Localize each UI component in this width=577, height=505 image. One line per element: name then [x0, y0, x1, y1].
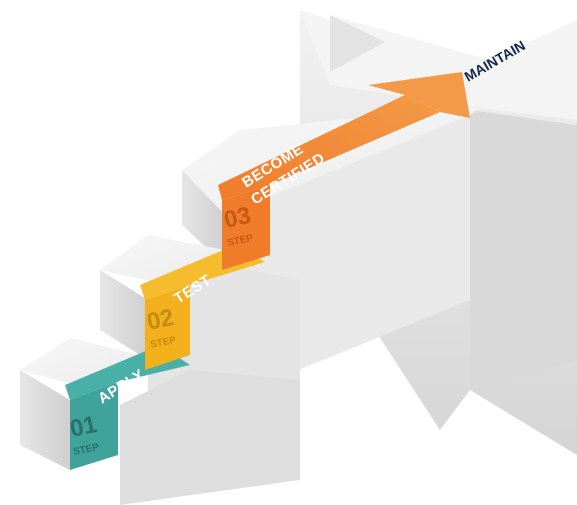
- right-side: [470, 110, 577, 390]
- orange-arrow-head: [368, 72, 470, 118]
- step1-side: [120, 370, 300, 505]
- step3-front: [182, 170, 225, 265]
- step2-front: [100, 270, 148, 360]
- step1-number: 01: [68, 411, 100, 443]
- step1-front: [20, 370, 70, 470]
- step3-sub: STEP: [226, 233, 254, 249]
- arrow-head-notch: [330, 15, 385, 72]
- step1-ribbon-front: [70, 382, 118, 470]
- step3-ribbon-front: [222, 185, 270, 270]
- step2-sub: STEP: [149, 335, 177, 351]
- step2-ribbon-front: [145, 285, 190, 370]
- step1-sub: STEP: [72, 442, 100, 458]
- step3-number: 03: [222, 202, 254, 234]
- step2-number: 02: [145, 304, 177, 336]
- step3-ribbon-top: [218, 95, 440, 200]
- floor-shadow: [0, 390, 577, 505]
